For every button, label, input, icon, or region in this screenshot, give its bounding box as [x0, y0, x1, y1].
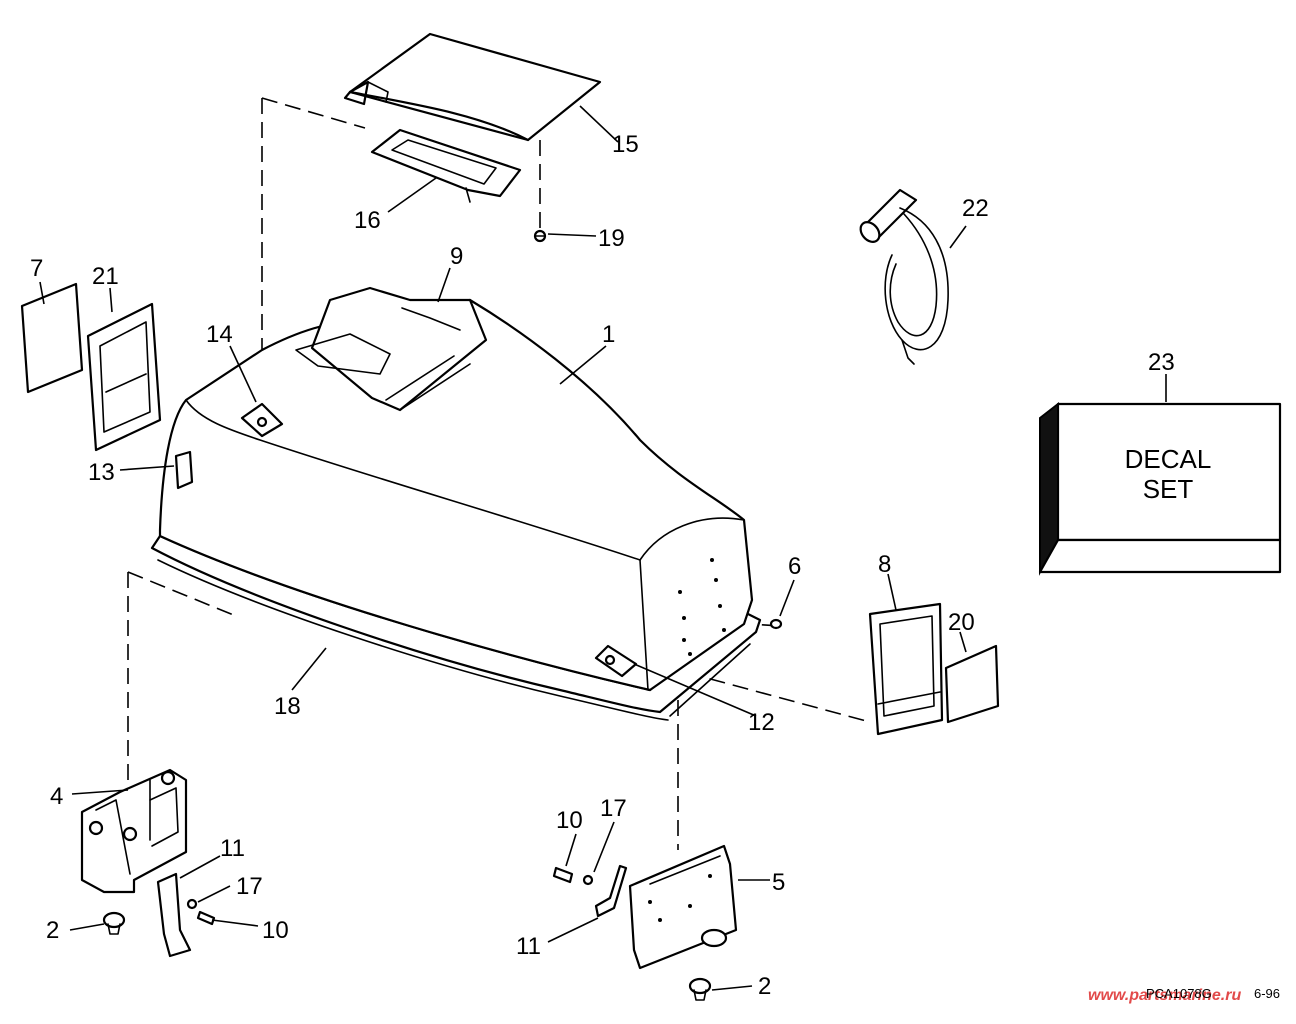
- callout-14: 14: [206, 321, 233, 348]
- callout-21: 21: [92, 263, 119, 290]
- callout-9: 9: [450, 243, 463, 270]
- callout-13: 13: [88, 459, 115, 486]
- bracket-part-11-right: [594, 864, 628, 918]
- decal-label-line2: SET: [1143, 474, 1194, 504]
- callout-23: 23: [1148, 349, 1175, 376]
- washer-part-17-right: [582, 874, 594, 886]
- decal-label-line1: DECAL: [1125, 444, 1212, 474]
- callout-17-left: 17: [236, 873, 263, 900]
- grommet-part-2-left: [102, 911, 126, 935]
- callout-2-right: 2: [758, 973, 771, 1000]
- starter-handle-part-22: [859, 188, 949, 365]
- callout-11-left: 11: [220, 835, 245, 862]
- decal-set-part-23: DECAL SET: [1038, 401, 1282, 576]
- mount-plate-part-5: [628, 844, 738, 970]
- callout-5: 5: [772, 869, 785, 896]
- bracket-part-11-left: [156, 872, 192, 958]
- callout-19: 19: [598, 225, 625, 252]
- screw-part-19: [533, 229, 547, 243]
- callout-6: 6: [788, 553, 801, 580]
- callout-10-left: 10: [262, 917, 289, 944]
- bolt-part-10-left: [196, 910, 216, 926]
- watermark: www.partsmarine.ru: [1088, 987, 1241, 1004]
- callout-2-left: 2: [46, 917, 59, 944]
- callout-18: 18: [274, 693, 301, 720]
- callout-15: 15: [612, 131, 639, 158]
- callout-16: 16: [354, 207, 381, 234]
- decal-frame-part-8: [868, 602, 944, 736]
- callout-10-right: 10: [556, 807, 583, 834]
- screw-part-6: [769, 618, 783, 630]
- washer-part-17-left: [186, 898, 198, 910]
- callout-12: 12: [748, 709, 775, 736]
- leader-lines: [39, 105, 1167, 991]
- callout-1: 1: [602, 321, 615, 348]
- callout-17-right: 17: [600, 795, 627, 822]
- side-decal-part-20: [944, 644, 1000, 724]
- callout-22: 22: [962, 195, 989, 222]
- side-decal-part-7: [20, 282, 84, 394]
- figure-date: 6-96: [1254, 986, 1280, 1001]
- callout-4: 4: [50, 783, 63, 810]
- decal-frame-part-21: [86, 302, 162, 452]
- top-cover-part-15: [343, 32, 602, 142]
- callout-7: 7: [30, 255, 43, 282]
- figure-code: PCA1078G: [1146, 986, 1212, 1001]
- grommet-part-2-right: [688, 977, 712, 1001]
- seal-ring-part-16: [370, 128, 522, 203]
- engine-cowl-part-1: [158, 286, 754, 692]
- bolt-part-10-right: [552, 866, 574, 884]
- callout-11-right: 11: [516, 933, 541, 960]
- callout-20: 20: [948, 609, 975, 636]
- callout-numbers: 15 16 19 9 1 22 23 7 21 14 13 18 12 6 8 …: [30, 131, 1175, 1000]
- callout-8: 8: [878, 551, 891, 578]
- mount-bracket-part-4: [80, 768, 188, 894]
